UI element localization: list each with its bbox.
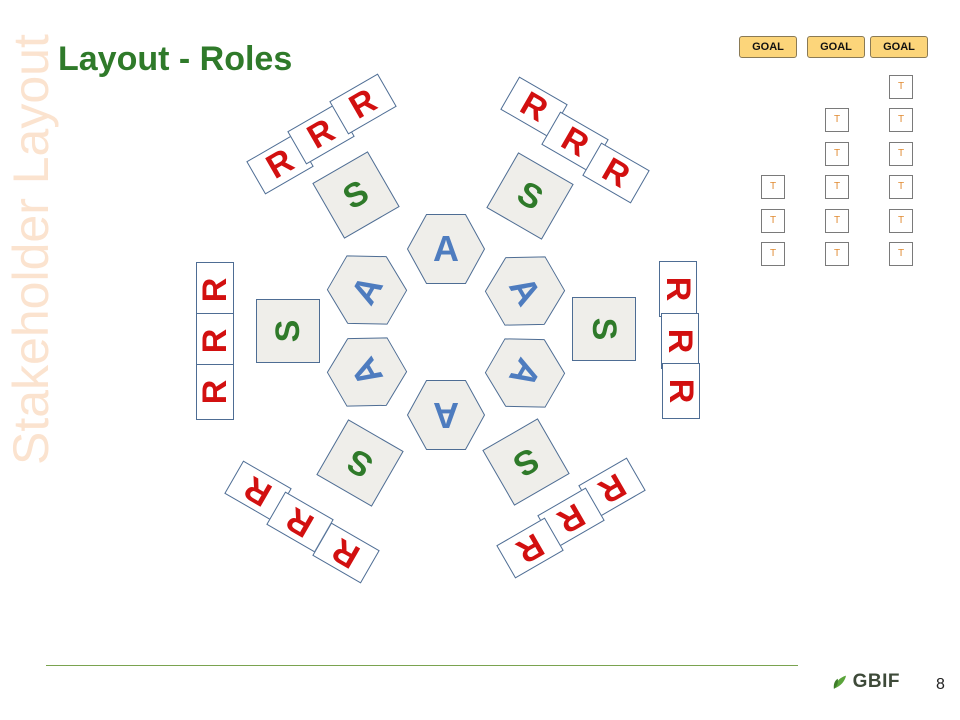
stakeholder-tile: S: [256, 299, 320, 363]
resource-tile: R: [196, 364, 234, 420]
actor-label: A: [342, 268, 391, 312]
task-box: T: [889, 209, 913, 233]
logo-text: GBIF: [852, 671, 900, 692]
side-title: Stakeholder Layout: [3, 34, 59, 465]
actor-label: A: [501, 351, 550, 395]
actor-label: A: [433, 228, 459, 269]
goal-box: GOAL: [807, 36, 865, 58]
task-box: T: [889, 175, 913, 199]
task-box: T: [825, 142, 849, 166]
stakeholder-tile: S: [482, 418, 570, 506]
actor-hexagon: A: [475, 322, 575, 425]
task-box: T: [889, 108, 913, 132]
page-number: 8: [936, 676, 945, 693]
actor-label: A: [433, 395, 459, 436]
actor-hexagon: A: [407, 380, 485, 450]
task-box: T: [889, 242, 913, 266]
actor-label: A: [342, 350, 391, 394]
stakeholder-tile: S: [312, 151, 400, 239]
resource-tile: R: [659, 261, 698, 317]
resource-tile: R: [196, 262, 234, 318]
resource-tile: R: [661, 313, 700, 369]
footer-divider: [46, 665, 798, 666]
resource-tile: R: [662, 363, 701, 419]
actor-hexagon: A: [317, 239, 417, 342]
task-box: T: [825, 175, 849, 199]
task-box: T: [761, 242, 785, 266]
actor-hexagon: A: [475, 240, 575, 343]
actor-hexagon: A: [407, 214, 485, 284]
stakeholder-tile: S: [486, 152, 574, 240]
goal-box: GOAL: [739, 36, 797, 58]
actor-hexagon: A: [317, 321, 417, 424]
task-box: T: [761, 175, 785, 199]
leaf-icon: [833, 675, 847, 690]
stakeholder-tile: S: [316, 419, 404, 507]
resource-tile: R: [196, 313, 234, 369]
task-box: T: [889, 75, 913, 99]
gbif-logo: GBIF: [832, 668, 900, 696]
task-box: T: [889, 142, 913, 166]
goal-box: GOAL: [870, 36, 928, 58]
task-box: T: [825, 209, 849, 233]
task-box: T: [825, 108, 849, 132]
stakeholder-tile: S: [572, 297, 636, 361]
actor-label: A: [501, 269, 550, 313]
page-title: Layout - Roles: [58, 40, 293, 78]
task-box: T: [761, 209, 785, 233]
task-box: T: [825, 242, 849, 266]
